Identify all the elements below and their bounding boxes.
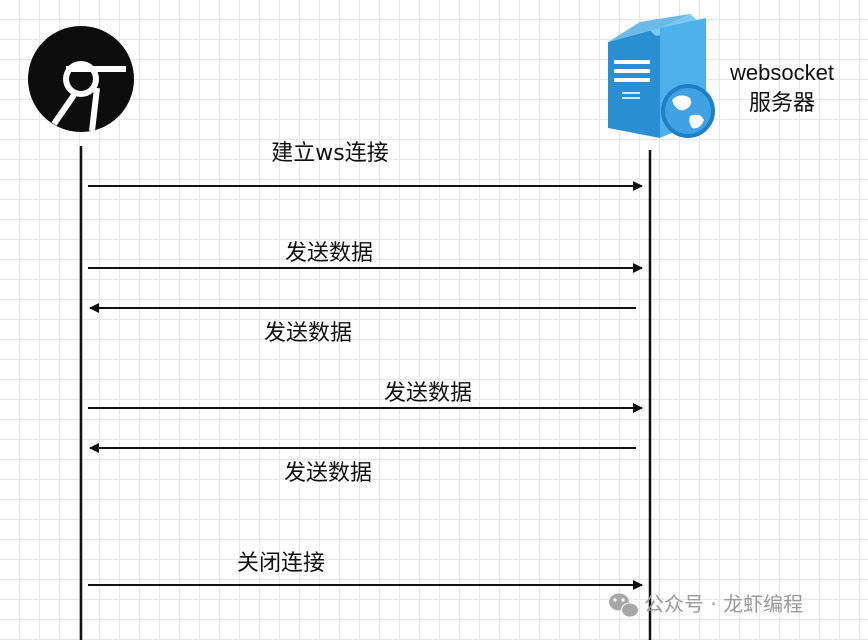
message-label-close: 关闭连接: [237, 551, 325, 576]
message-label-receive-2: 发送数据: [284, 461, 372, 486]
message-label-connect: 建立ws连接: [271, 141, 388, 166]
globe-icon: [661, 84, 715, 138]
wechat-icon: [609, 593, 639, 618]
message-label-send-2: 发送数据: [384, 381, 472, 406]
server-label-line2: 服务器: [749, 90, 815, 115]
server-label-line1: websocket: [729, 60, 834, 85]
server-icon: [608, 14, 706, 138]
message-label-receive-1: 发送数据: [264, 321, 352, 346]
message-label-send-1: 发送数据: [285, 241, 373, 266]
browser-icon: [28, 26, 134, 132]
watermark-text: 公众号 · 龙虾编程: [644, 592, 803, 616]
